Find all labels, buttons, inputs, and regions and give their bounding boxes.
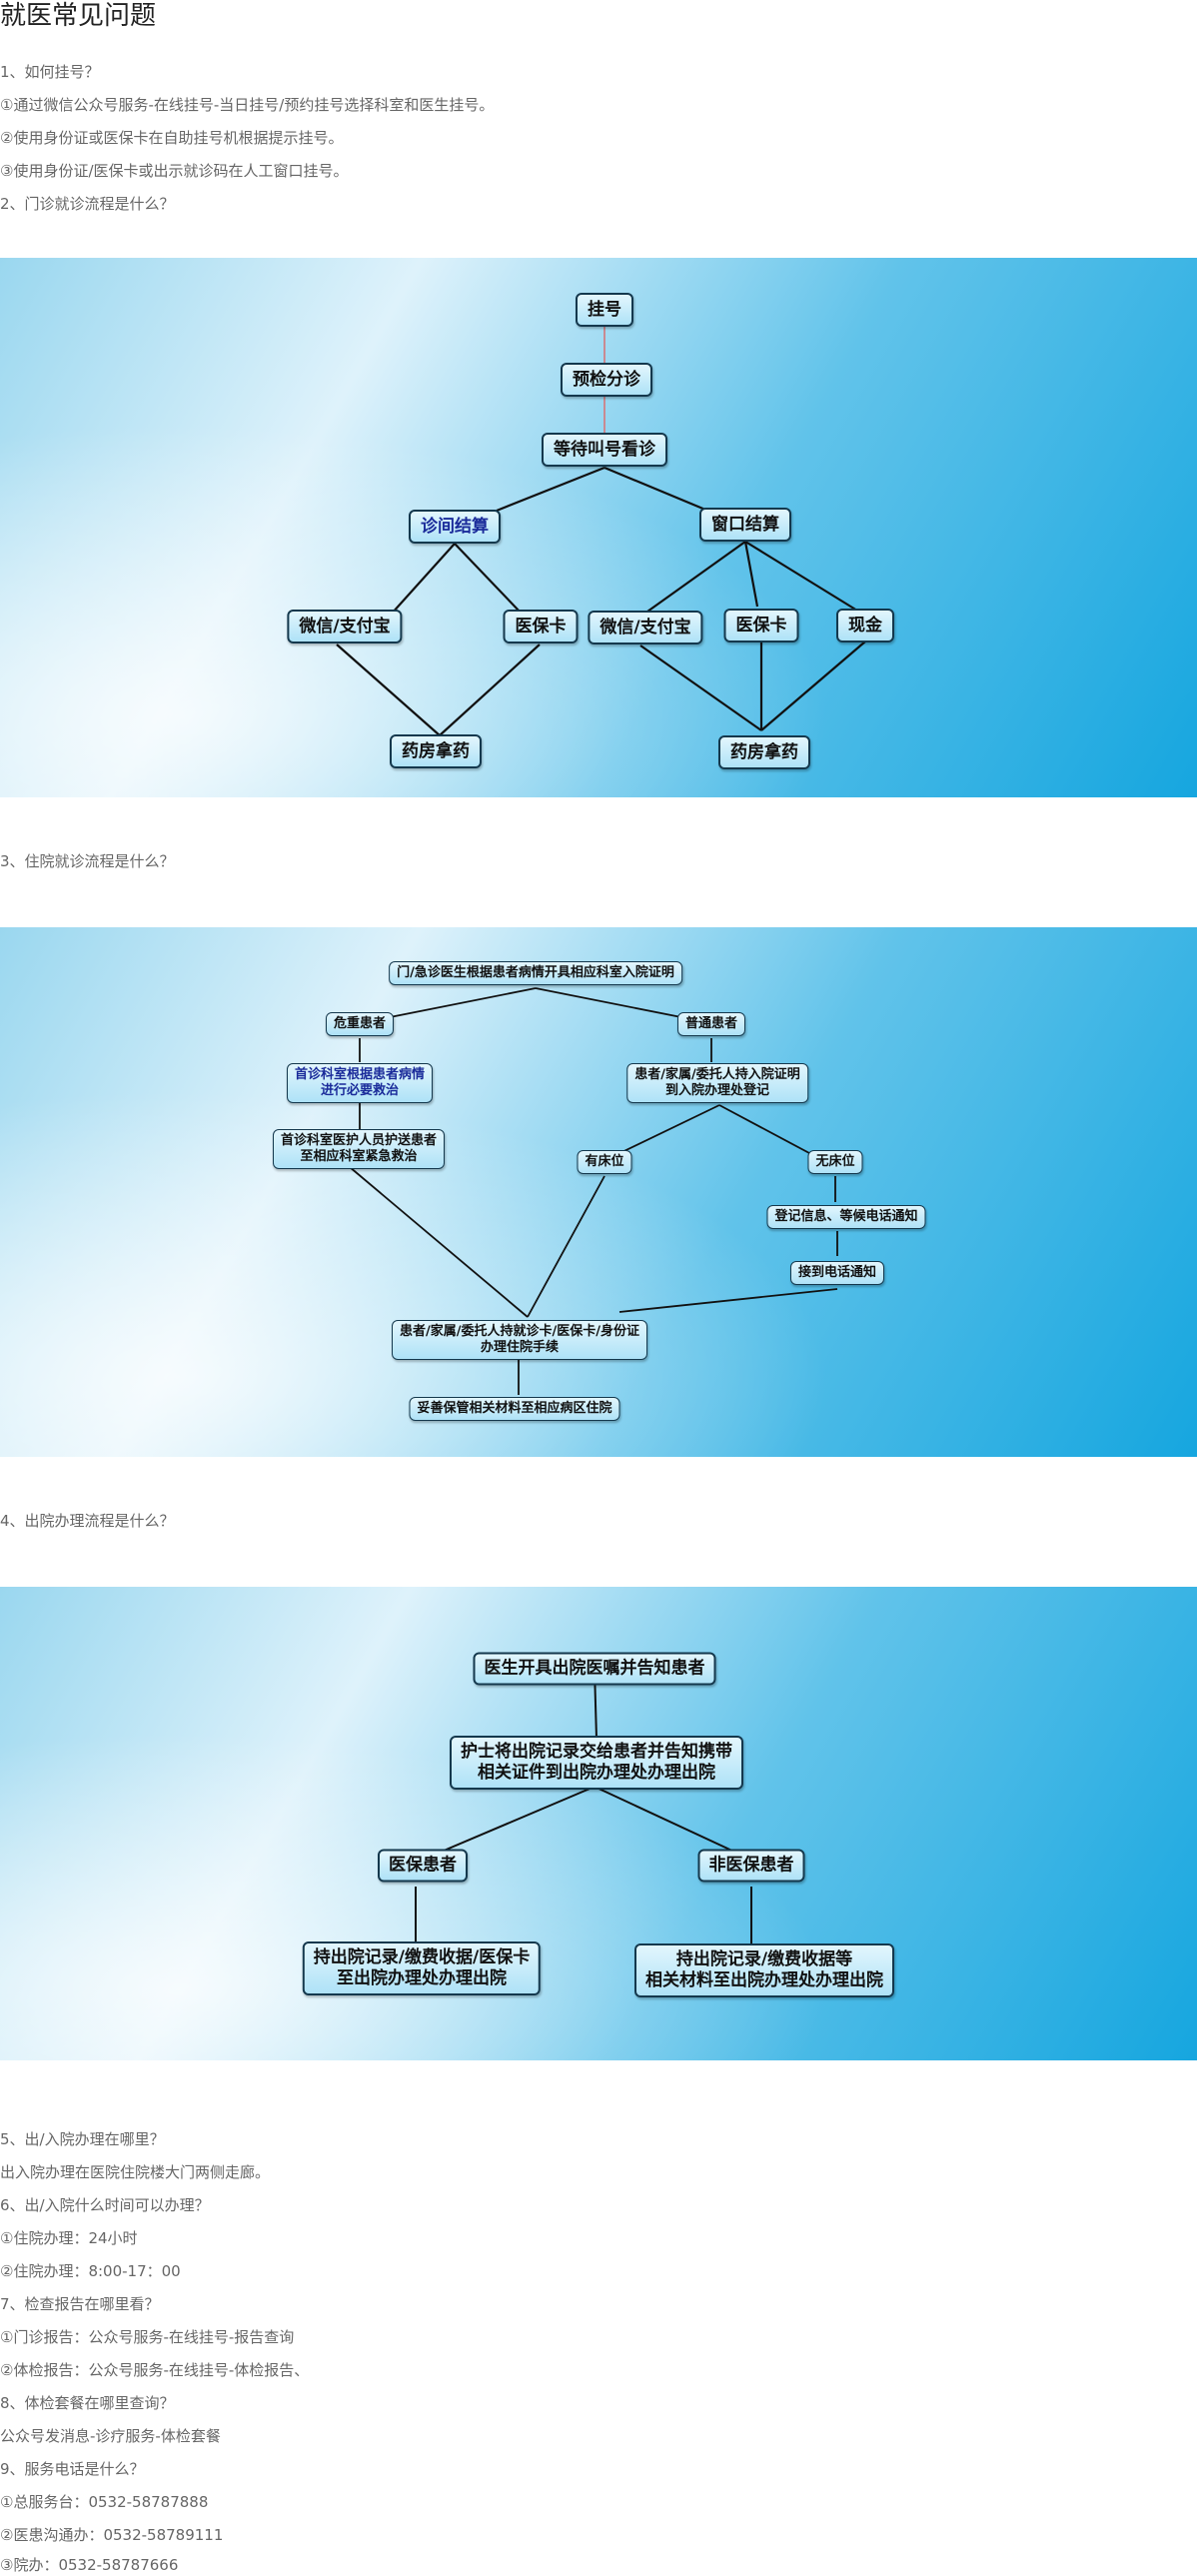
faq-answer-1c: ③使用身份证/医保卡或出示就诊码在人工窗口挂号。 xyxy=(0,162,349,180)
node-critical: 危重患者 xyxy=(325,1012,395,1036)
node-uninsured-steps: 持出院记录/缴费收据等 相关材料至出院办理处办理出院 xyxy=(634,1943,894,1997)
faq-answer-9a: ①总服务台：0532-58787888 xyxy=(0,2493,209,2511)
faq-question-9: 9、服务电话是什么？ xyxy=(0,2460,145,2478)
node-register: 挂号 xyxy=(576,293,633,327)
node-family-register: 患者/家属/委托人持入院证明 到入院办理处登记 xyxy=(626,1063,808,1103)
inpatient-flow-diagram: 门/急诊医生根据患者病情开具相应科室入院证明 危重患者 普通患者 首诊科室根据患… xyxy=(0,927,1197,1457)
node-uninsured: 非医保患者 xyxy=(697,1849,805,1883)
node-insured: 医保患者 xyxy=(378,1849,468,1883)
node-admission: 患者/家属/委托人持就诊卡/医保卡/身份证 办理住院手续 xyxy=(392,1320,647,1360)
node-insured-steps: 持出院记录/缴费收据/医保卡 至出院办理处办理出院 xyxy=(302,1941,542,1995)
outpatient-flow-diagram: 挂号 预检分诊 等待叫号看诊 诊间结算 窗口结算 微信/支付宝 医保卡 微信/支… xyxy=(0,258,1197,797)
discharge-flow-diagram: 医生开具出院医嘱并告知患者 护士将出院记录交给患者并告知携带 相关证件到出院办理… xyxy=(0,1587,1197,2060)
faq-answer-6a: ①住院办理：24小时 xyxy=(0,2229,138,2247)
edge-wait-window xyxy=(603,466,706,512)
edge-cash-pharmacy2 xyxy=(760,641,866,731)
edge-card-pharmacy1 xyxy=(439,644,541,736)
faq-question-2: 2、门诊就诊流程是什么？ xyxy=(0,195,175,213)
faq-question-7: 7、检查报告在哪里看？ xyxy=(0,2295,160,2313)
faq-question-3: 3、住院就诊流程是什么？ xyxy=(0,852,175,870)
node-bed-available: 有床位 xyxy=(577,1150,632,1174)
faq-answer-9b: ②医患沟通办：0532-58789111 xyxy=(0,2526,224,2544)
faq-question-1: 1、如何挂号？ xyxy=(0,63,100,81)
node-insurance-card-1: 医保卡 xyxy=(503,610,579,644)
discharge-flow-edges xyxy=(415,1668,752,1946)
node-clinic-settle: 诊间结算 xyxy=(409,510,501,544)
node-wechat-alipay-2: 微信/支付宝 xyxy=(588,611,703,644)
faq-question-8: 8、体检套餐在哪里查询？ xyxy=(0,2394,175,2412)
node-ordinary: 普通患者 xyxy=(676,1012,746,1036)
outpatient-flow-edges xyxy=(336,310,866,736)
edge-escort-admission xyxy=(349,1166,529,1318)
edge-clinic-card xyxy=(454,543,522,614)
faq-question-4: 4、出院办理流程是什么？ xyxy=(0,1512,175,1530)
edge-wait-clinic xyxy=(496,466,605,513)
node-cash: 现金 xyxy=(836,609,894,643)
page-title: 就医常见问题 xyxy=(0,1,157,31)
faq-answer-1a: ①通过微信公众号服务-在线挂号-当日挂号/预约挂号选择科室和医生挂号。 xyxy=(0,96,495,114)
node-pharmacy-1: 药房拿药 xyxy=(390,734,482,768)
node-no-bed: 无床位 xyxy=(807,1150,863,1174)
node-first-dept-rescue: 首诊科室根据患者病情 进行必要救治 xyxy=(286,1063,434,1103)
faq-answer-6b: ②住院办理：8:00-17：00 xyxy=(0,2262,181,2280)
edge-window-card xyxy=(743,541,759,608)
edge-window-wechat xyxy=(646,541,746,613)
node-escort: 首诊科室医护人员护送患者 至相应科室紧急救治 xyxy=(272,1129,446,1169)
node-triage: 预检分诊 xyxy=(561,363,652,397)
inpatient-flow-edges xyxy=(349,987,838,1395)
node-insurance-card-2: 医保卡 xyxy=(723,609,799,643)
node-doctor-order: 医生开具出院医嘱并告知患者 xyxy=(473,1652,716,1686)
node-nurse-record: 护士将出院记录交给患者并告知携带 相关证件到出院办理处办理出院 xyxy=(450,1736,743,1790)
node-doctor-cert: 门/急诊医生根据患者病情开具相应科室入院证明 xyxy=(389,961,682,985)
faq-answer-1b: ②使用身份证或医保卡在自助挂号机根据提示挂号。 xyxy=(0,129,344,147)
node-wechat-alipay-1: 微信/支付宝 xyxy=(287,610,403,644)
node-wait: 等待叫号看诊 xyxy=(542,433,667,467)
edge-nurse-uninsured xyxy=(594,1786,752,1861)
edge-wechat-pharmacy2 xyxy=(639,644,762,731)
edge-wechat-pharmacy1 xyxy=(336,644,441,736)
faq-answer-8: 公众号发消息-诊疗服务-体检套餐 xyxy=(0,2427,221,2445)
faq-answer-9c: ③院办：0532-58787666 xyxy=(0,2556,179,2574)
faq-question-5: 5、出/入院办理在哪里？ xyxy=(0,2130,165,2148)
faq-question-6: 6、出/入院什么时间可以办理？ xyxy=(0,2196,210,2214)
faq-answer-5: 出入院办理在医院住院楼大门两侧走廊。 xyxy=(0,2163,271,2181)
node-call-received: 接到电话通知 xyxy=(789,1261,885,1285)
faq-answer-7a: ①门诊报告：公众号服务-在线挂号-报告查询 xyxy=(0,2328,295,2346)
edge-call-admission xyxy=(618,1288,838,1313)
node-pharmacy-2: 药房拿药 xyxy=(718,735,810,769)
node-register-wait: 登记信息、等候电话通知 xyxy=(766,1205,926,1229)
node-keep-materials: 妥善保管相关材料至相应病区住院 xyxy=(409,1397,620,1421)
edge-bed-admission xyxy=(527,1175,605,1318)
node-window-settle: 窗口结算 xyxy=(699,508,791,542)
edge-nurse-insured xyxy=(422,1786,596,1861)
edge-window-cash xyxy=(744,541,858,612)
edge-register-nobed xyxy=(718,1104,825,1162)
faq-answer-7b: ②体检报告：公众号服务-在线挂号-体检报告、 xyxy=(0,2361,310,2379)
